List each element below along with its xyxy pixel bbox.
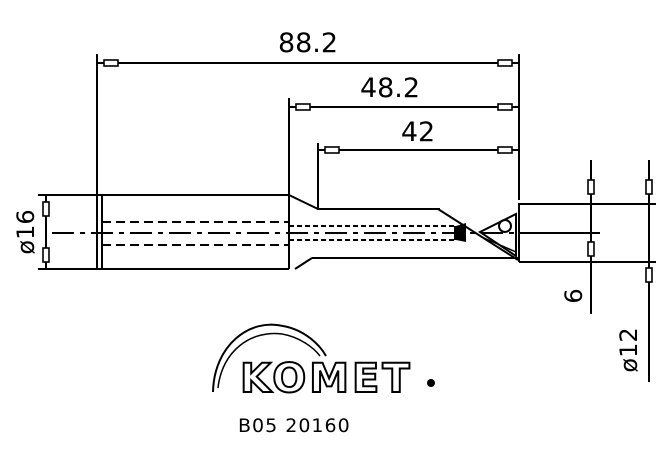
arrow-up-icon	[587, 241, 595, 257]
arrow-up-icon	[645, 267, 653, 283]
logo-swoosh-outer	[212, 323, 327, 393]
dimension-label-shank-diameter: ø16	[12, 209, 40, 254]
arrow-left-icon	[324, 146, 340, 154]
dimension-label-overall: 88.2	[278, 28, 338, 59]
chip-flute-edge	[437, 208, 519, 261]
taper-top	[288, 194, 319, 210]
dimension-label-offset: 6	[560, 288, 588, 303]
logo-text: KOMET	[240, 356, 413, 402]
dimension-head-length: 48.2	[288, 73, 519, 197]
dimension-insert-offset: 6	[519, 160, 656, 314]
dimension-label-insert: 42	[401, 117, 435, 148]
dimension-label-head-diameter: ø12	[615, 327, 643, 372]
part-number: B05 20160	[238, 415, 351, 437]
dimension-label-head: 48.2	[360, 73, 420, 104]
arrow-right-icon	[497, 146, 513, 154]
arrow-left-icon	[295, 103, 311, 111]
komet-logo: KOMET	[212, 323, 435, 403]
dimension-head-diameter: ø12	[615, 160, 653, 382]
logo-swoosh-inner	[217, 332, 321, 389]
dimension-insert-length: 42	[317, 117, 519, 210]
arrow-right-icon	[497, 103, 513, 111]
arrow-right-icon	[497, 59, 513, 67]
dimension-shank-diameter: ø16	[12, 194, 120, 270]
tool-body	[52, 194, 520, 270]
arrow-down-icon	[587, 179, 595, 195]
arrow-down-icon	[645, 179, 653, 195]
arrow-up-icon	[42, 201, 50, 217]
logo-dot	[427, 379, 435, 387]
arrow-down-icon	[42, 247, 50, 263]
arrow-left-icon	[103, 59, 119, 67]
insert-screw-icon	[498, 219, 512, 233]
taper-bottom	[294, 257, 313, 270]
